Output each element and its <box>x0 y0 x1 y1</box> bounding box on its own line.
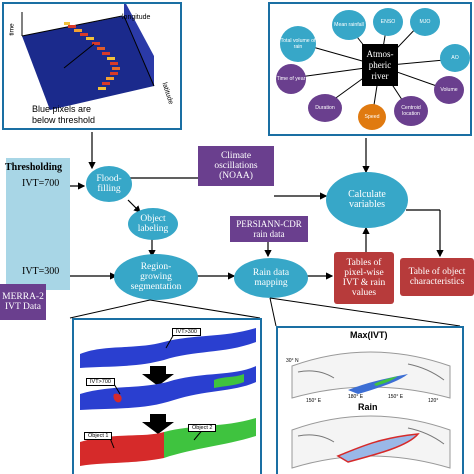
lon-label-4: 120° <box>428 398 439 404</box>
region-line-1: Region- <box>140 262 172 272</box>
object-line-2: labeling <box>137 224 169 234</box>
ivt300-region-2 <box>80 366 256 410</box>
caption-line-1: Blue pixels are <box>32 104 92 114</box>
ivt-3d-plot <box>21 4 155 110</box>
objtable-line-2: characteristics <box>409 277 465 287</box>
caption-line-2: below threshold <box>32 115 96 125</box>
tables-line-4: values <box>351 288 377 298</box>
object-1-region <box>80 432 164 466</box>
above-threshold-pixels <box>64 22 120 90</box>
ivt-slab-wall <box>124 4 154 86</box>
calc-line-1: Calculate <box>348 189 386 200</box>
tables-line-2: pixel-wise <box>344 268 384 278</box>
rain-mapping-node: Rain data mapping <box>234 258 308 298</box>
climate-line-3: (NOAA) <box>219 171 253 181</box>
tables-line-3: IVT & rain <box>342 278 386 288</box>
atmospheric-river-panel: Atmos- pheric river Total volume of rain… <box>268 2 472 136</box>
flood-fill-example-panel: time longitude latitude Blue pixels are … <box>2 2 182 130</box>
climate-line-1: Climate <box>220 151 252 161</box>
object2-tag: Object 2 <box>188 424 217 432</box>
latitude-axis <box>123 15 155 87</box>
region-line-2: growing <box>140 272 172 282</box>
ivt300-threshold: IVT=300 <box>22 266 60 277</box>
lon-label-1: 150° E <box>306 398 322 404</box>
map-plots <box>291 351 451 469</box>
ivt700-core-1 <box>113 393 122 403</box>
rain-field <box>336 433 420 463</box>
ivt700-threshold: IVT=700 <box>22 178 60 189</box>
flood-line-1: Flood- <box>96 174 122 184</box>
node-duration: Duration <box>308 94 342 122</box>
segmentation-shapes <box>80 328 256 466</box>
node-speed: Speed <box>358 104 386 130</box>
node-mean-rainfall: Mean rainfall <box>332 10 366 40</box>
persiann-line-2: rain data <box>253 229 285 239</box>
merra-line-2: IVT Data <box>5 302 41 312</box>
node-centroid-location: Centroid location <box>394 96 428 126</box>
thresholding-label: Thresholding <box>5 162 63 173</box>
node-enso: ENSO <box>373 8 403 36</box>
climate-line-2: oscillations <box>214 161 258 171</box>
object-line-1: Object <box>140 214 166 224</box>
object-2-region <box>164 418 256 458</box>
lat-label: 30° N <box>286 358 299 364</box>
climate-oscillations-box: Climate oscillations (NOAA) <box>198 146 274 186</box>
rain-line-2: mapping <box>254 278 288 288</box>
object1-tag: Object 1 <box>84 432 113 440</box>
merra-line-1: MERRA-2 <box>2 292 44 302</box>
calc-line-2: variables <box>348 199 386 210</box>
calculate-variables-node: Calculate variables <box>326 172 408 228</box>
flood-line-2: filling <box>97 184 121 194</box>
flood-filling-node: Flood- filling <box>86 166 132 202</box>
rain-map <box>291 415 451 469</box>
lon-label-3: 150° E <box>388 394 404 400</box>
object-labeling-node: Object labeling <box>128 208 178 240</box>
pixelwise-tables-box: Tables of pixel-wise IVT & rain values <box>334 252 394 304</box>
ar-label-1: Atmos- <box>366 48 394 59</box>
longitude-axis-label: longitude <box>122 14 151 21</box>
node-mjo: MJO <box>410 8 440 36</box>
time-axis-label: time <box>8 23 16 36</box>
rain-line-1: Rain data <box>252 268 290 278</box>
merra2-data-box: MERRA-2 IVT Data <box>0 284 46 320</box>
object-table-box: Table of object characteristics <box>400 258 474 296</box>
down-arrow-1 <box>142 366 174 386</box>
ar-label-2: pheric <box>368 59 392 70</box>
region-line-3: segmentation <box>130 282 182 292</box>
ivt300-region-1 <box>80 328 256 368</box>
atmospheric-river-box: Atmos- pheric river <box>362 44 398 86</box>
thresholding-band <box>6 158 70 290</box>
caption-pointer <box>63 43 95 69</box>
node-volume: Volume <box>434 76 464 104</box>
ar-label-3: river <box>371 70 389 81</box>
ivt700-tag: IVT>700 <box>86 378 115 386</box>
objtable-line-1: Table of object <box>408 267 466 277</box>
ivt300-tag: IVT>300 <box>172 328 201 336</box>
down-arrow-2 <box>142 414 174 434</box>
rain-title: Rain <box>358 402 378 412</box>
lon-label-2: 180° E <box>348 394 364 400</box>
ivt700-core-2 <box>214 374 244 388</box>
max-ivt-title: Max(IVT) <box>350 330 388 340</box>
node-total-volume: Total volume of rain <box>280 26 316 62</box>
max-ivt-map <box>291 351 451 399</box>
node-ao: AO <box>440 44 470 72</box>
tables-line-1: Tables of <box>346 258 382 268</box>
node-time-of-year: Time of year <box>276 64 306 94</box>
segmentation-example-panel: IVT>300 IVT>700 Object 1 Object 2 <box>72 318 262 474</box>
region-growing-node: Region- growing segmentation <box>114 254 198 300</box>
rain-mapping-example-panel: Max(IVT) Rain 150° E 180° E 150° E 120° … <box>276 326 464 474</box>
ivt-slab-floor <box>22 16 154 110</box>
persiann-box: PERSIANN-CDR rain data <box>230 216 308 242</box>
persiann-line-1: PERSIANN-CDR <box>236 219 302 229</box>
